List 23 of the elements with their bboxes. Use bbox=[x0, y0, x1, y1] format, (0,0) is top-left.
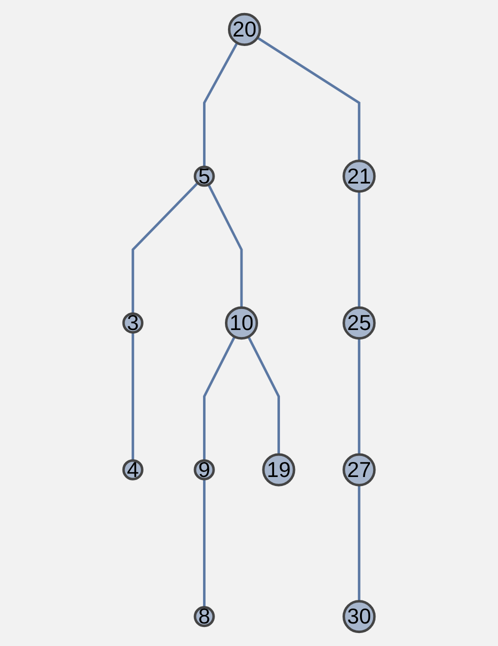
connector bbox=[203, 336, 236, 460]
connector bbox=[132, 332, 134, 460]
connector bbox=[256, 36, 360, 161]
connector bbox=[203, 479, 206, 608]
connector bbox=[358, 338, 360, 454]
node-circle: 10 bbox=[224, 306, 258, 340]
node-circle: 4 bbox=[122, 459, 144, 480]
node-circle: 3 bbox=[122, 312, 144, 334]
node-circle: 25 bbox=[342, 306, 376, 340]
connector bbox=[358, 485, 360, 602]
connector bbox=[203, 42, 238, 167]
node-circle: 20 bbox=[228, 12, 262, 46]
node-circle: 5 bbox=[194, 166, 215, 187]
connector bbox=[358, 192, 360, 308]
connector bbox=[132, 182, 199, 314]
node-circle: 27 bbox=[342, 453, 376, 486]
node-circle: 9 bbox=[194, 459, 215, 480]
connector bbox=[207, 184, 243, 308]
node-circle: 30 bbox=[342, 600, 376, 634]
node-circle: 8 bbox=[194, 606, 215, 628]
node-circle: 19 bbox=[262, 453, 296, 486]
connector bbox=[247, 336, 280, 454]
node-circle: 21 bbox=[342, 160, 376, 193]
